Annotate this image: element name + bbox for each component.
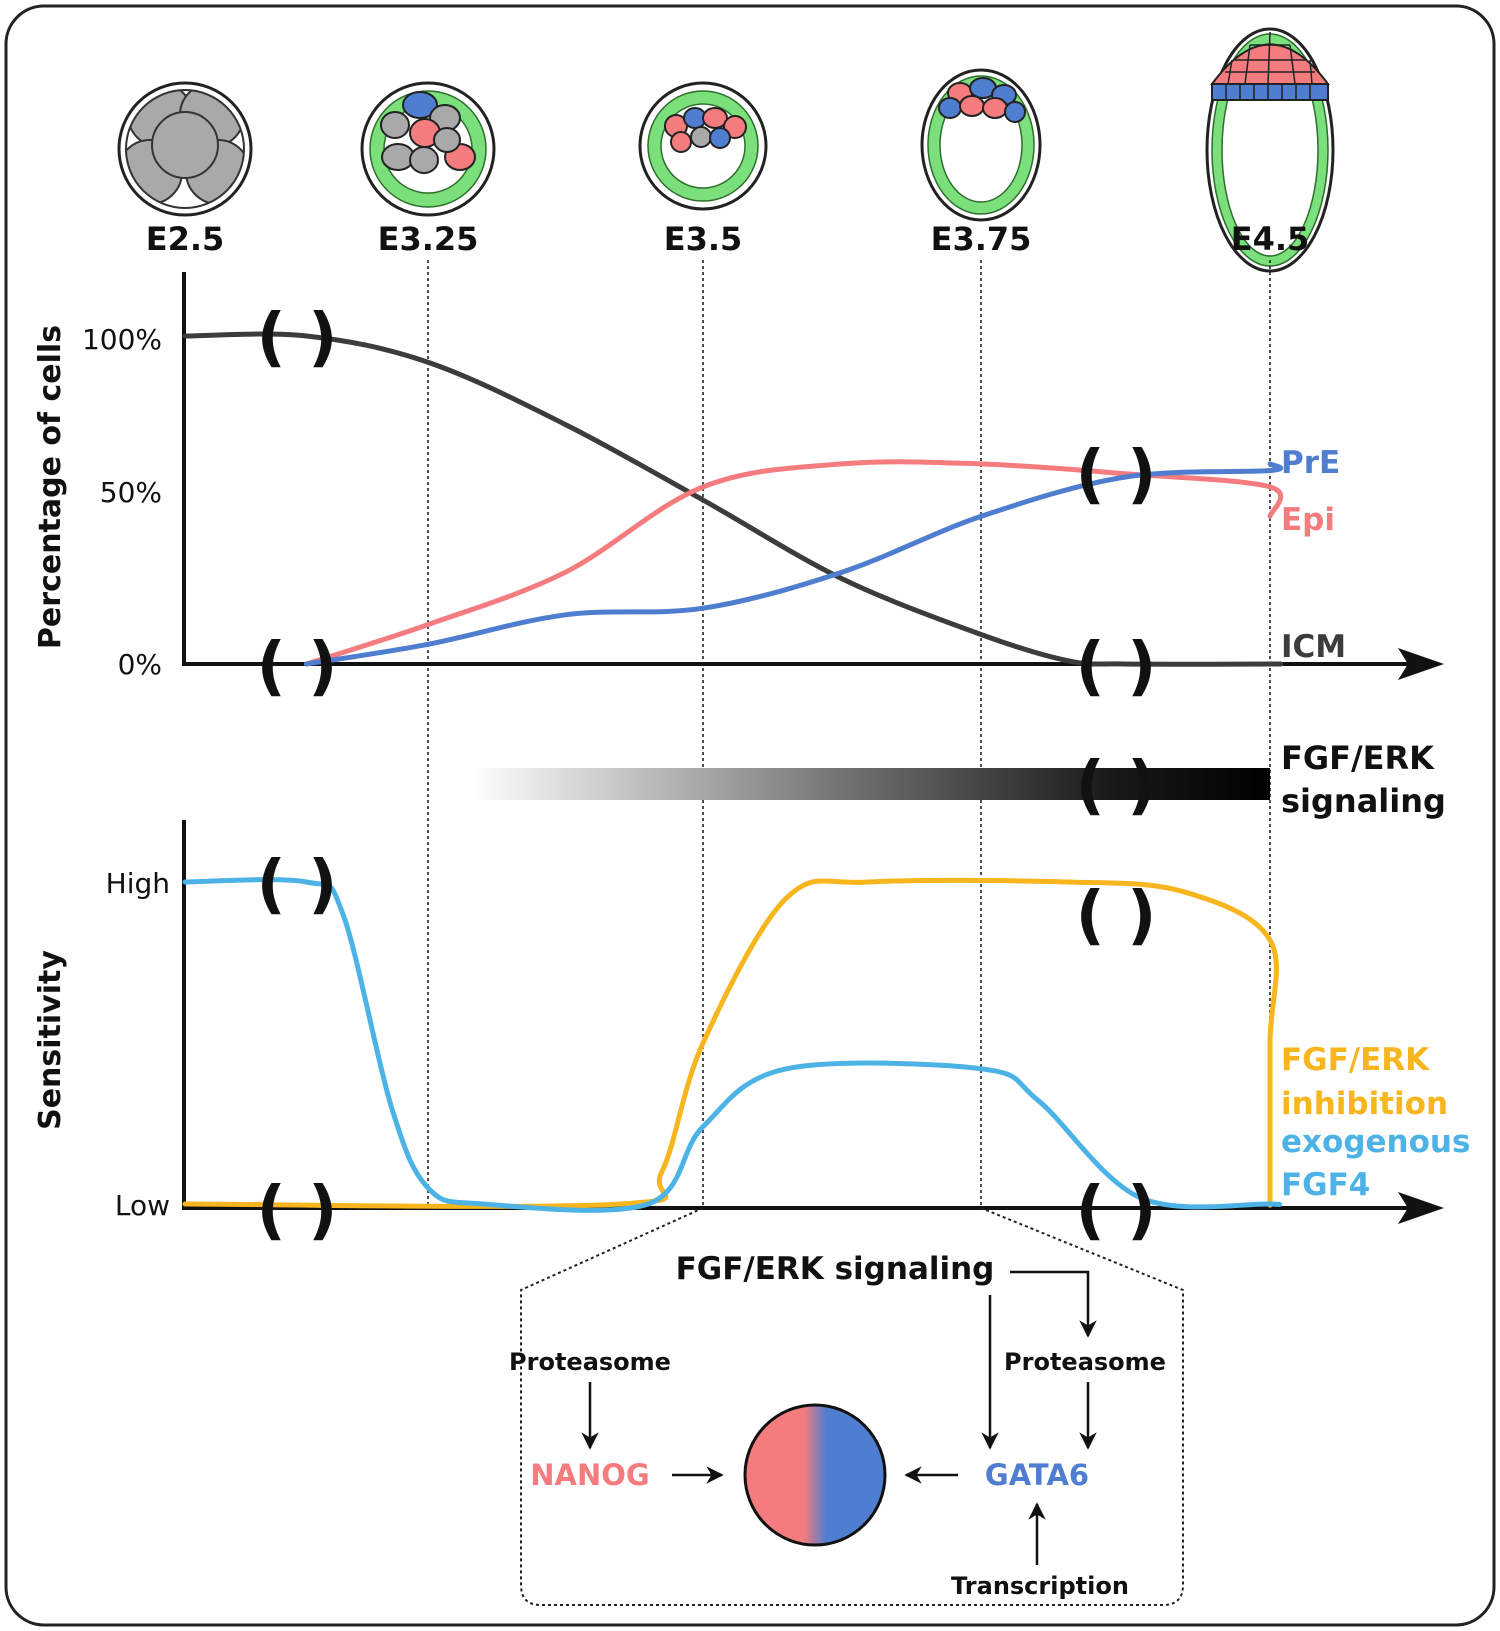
embryo-e2-5-icon — [117, 81, 253, 217]
signaling-gradient-bar — [470, 768, 1270, 800]
chart-percentage: Percentage of cells 100% 50% 0% ( ) ( ) … — [33, 272, 1444, 704]
series-line-icm — [182, 331, 1284, 667]
pathway-title: FGF/ERK signaling — [676, 1251, 995, 1287]
axis-break-top-right-mid: ( ) — [1076, 438, 1157, 512]
icm-cell-fate-icon — [743, 1403, 887, 1547]
axis-break-bottom-left-high: ( ) — [257, 848, 338, 922]
series-line-exogenous-fgf4 — [182, 877, 1283, 1213]
axis-break-top-left-0: ( ) — [257, 630, 338, 704]
pathway-proteasome-left: Proteasome — [509, 1348, 671, 1376]
pathway-nanog: NANOG — [530, 1458, 649, 1492]
axis-break-top-right-0: ( ) — [1076, 630, 1157, 704]
axis-break-bottom-left-low: ( ) — [257, 1174, 338, 1248]
signaling-label-line2: signaling — [1281, 782, 1446, 820]
pathway-transcription: Transcription — [951, 1572, 1129, 1600]
embryo-e3-25-icon — [360, 81, 496, 217]
stage-label-e3-5: E3.5 — [664, 220, 743, 258]
pathway-gata6: GATA6 — [985, 1458, 1089, 1492]
axis-breaks-percentage: ( ) ( ) ( ) ( ) — [257, 301, 1157, 704]
percentage-y-axis-title: Percentage of cells — [33, 325, 68, 649]
series-label-fgf4-line2: FGF4 — [1281, 1167, 1370, 1203]
series-label-inhibition-line1: FGF/ERK — [1281, 1042, 1430, 1078]
axis-break-top-left-100: ( ) — [257, 301, 338, 375]
percentage-tick-100: 100% — [82, 323, 162, 356]
embryo-e3-75-icon — [920, 68, 1042, 222]
axis-break-bottom-right-high: ( ) — [1076, 879, 1157, 953]
stage-label-e4-5: E4.5 — [1231, 220, 1310, 258]
pathway-inset: FGF/ERK signaling Proteasome Proteasome … — [509, 1207, 1184, 1606]
signaling-label-line1: FGF/ERK — [1281, 739, 1435, 777]
stage-label-e2-5: E2.5 — [146, 220, 225, 258]
series-label-inhibition-line2: inhibition — [1281, 1086, 1448, 1122]
embryo-e3-5-icon — [638, 81, 768, 211]
pathway-arrows — [581, 1270, 1097, 1565]
series-label-fgf4-line1: exogenous — [1281, 1124, 1470, 1160]
sensitivity-x-axis-arrowhead — [1398, 1192, 1444, 1224]
percentage-tick-50: 50% — [100, 476, 162, 509]
pathway-inset-frame — [520, 1207, 1184, 1606]
pathway-proteasome-right: Proteasome — [1004, 1348, 1166, 1376]
series-line-pre — [304, 461, 1284, 667]
axis-break-signaling: ( ) — [1076, 749, 1157, 823]
series-label-epi: Epi — [1281, 502, 1335, 538]
axis-break-bottom-right-low: ( ) — [1076, 1174, 1157, 1248]
series-line-epi — [304, 459, 1284, 667]
percentage-tick-0: 0% — [118, 648, 162, 681]
axis-breaks-sensitivity: ( ) ( ) ( ) ( ) — [257, 848, 1157, 1248]
series-label-pre: PrE — [1281, 445, 1340, 481]
sensitivity-tick-high: High — [106, 867, 170, 900]
embryo-e4-5-icon — [1205, 27, 1335, 273]
chart-sensitivity: Sensitivity High Low ( ) ( ) ( ) ( ) FGF… — [33, 820, 1470, 1248]
sensitivity-y-axis-title: Sensitivity — [33, 950, 68, 1130]
stage-guides — [427, 260, 1271, 1208]
embryo-illustrations — [117, 27, 1335, 273]
stage-label-e3-25: E3.25 — [378, 220, 479, 258]
sensitivity-tick-low: Low — [115, 1189, 170, 1222]
series-line-fgf-erk-inhibition — [182, 877, 1279, 1209]
series-label-icm: ICM — [1281, 629, 1346, 665]
signaling-bar: ( ) FGF/ERK signaling — [470, 739, 1446, 823]
stage-labels: E2.5 E3.25 E3.5 E3.75 E4.5 — [146, 220, 1310, 258]
arrow-signaling-to-proteasome — [1010, 1270, 1097, 1338]
stage-label-e3-75: E3.75 — [931, 220, 1032, 258]
figure-frame — [4, 4, 1496, 1627]
percentage-x-axis-arrowhead — [1398, 648, 1444, 680]
